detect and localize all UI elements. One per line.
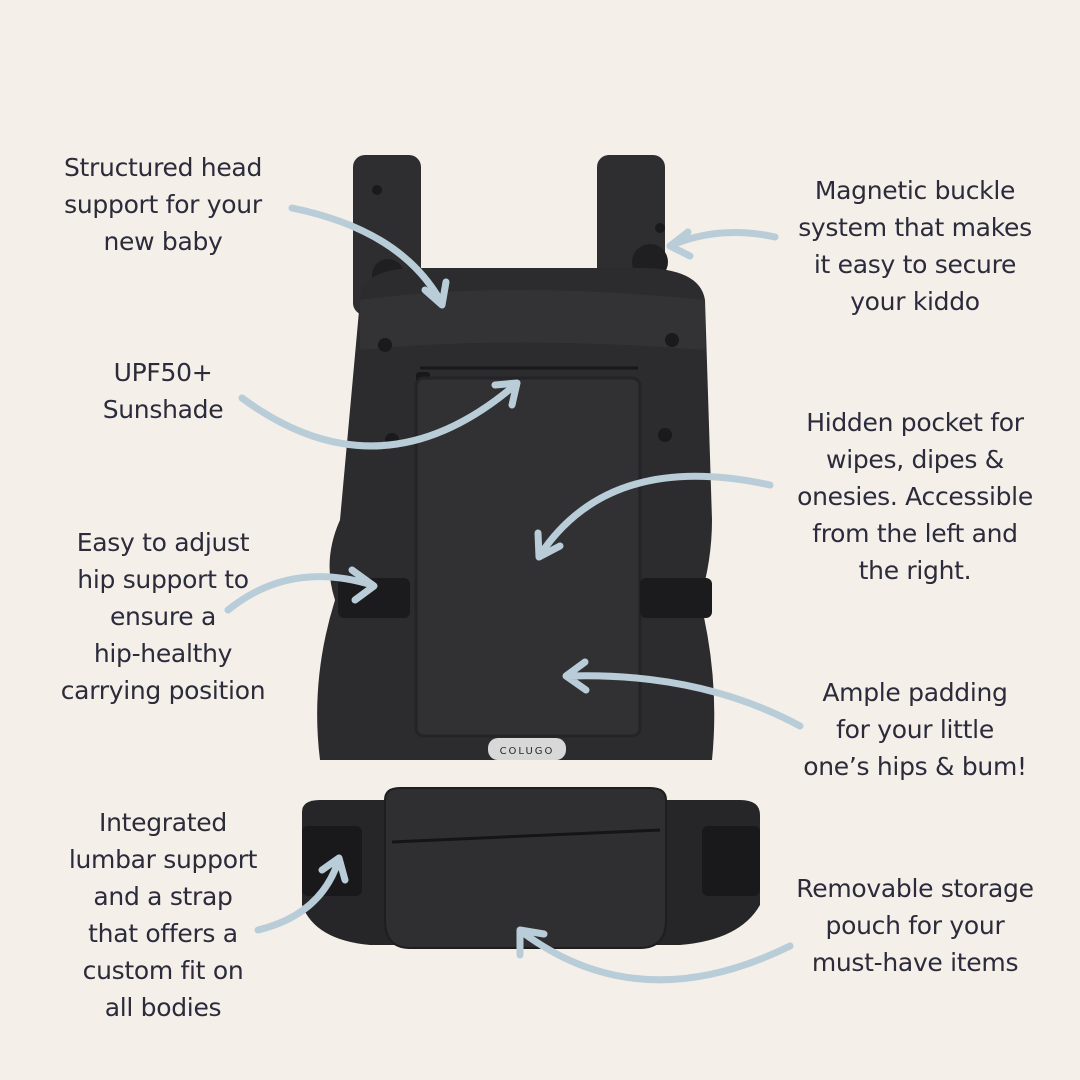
label-line: support for your — [64, 190, 262, 219]
label-line: must-have items — [811, 948, 1019, 977]
label-line: all bodies — [104, 993, 222, 1022]
arrow-hidden-pocket — [534, 472, 774, 561]
label-line: pouch for your — [825, 911, 1005, 940]
label-line: Hidden pocket for — [806, 408, 1024, 437]
label-line: it easy to secure — [813, 250, 1017, 279]
arrow-lumbar — [254, 854, 349, 934]
label-line: that offers a — [88, 919, 238, 948]
feature-storage-pouch: Removable storage pouch for your must-ha… — [765, 870, 1065, 981]
label-line: for your little — [836, 715, 994, 744]
label-line: the right. — [858, 556, 972, 585]
label-line: from the left and — [812, 519, 1018, 548]
pouch-zipper — [391, 828, 661, 844]
label-line: Sunshade — [102, 395, 224, 424]
label-line: Easy to adjust — [76, 528, 250, 557]
label-line: Integrated — [99, 808, 227, 837]
label-line: Removable storage — [796, 874, 1034, 903]
arrow-sunshade — [238, 379, 521, 450]
arrow-head-support — [288, 204, 450, 309]
label-line: one’s hips & bum! — [803, 752, 1027, 781]
label-line: new baby — [103, 227, 223, 256]
label-line: and a strap — [93, 882, 233, 911]
left-hip-buckle — [338, 578, 410, 618]
label-line: custom fit on — [82, 956, 244, 985]
label-line: hip support to — [77, 565, 249, 594]
feature-hidden-pocket: Hidden pocket for wipes, dipes & onesies… — [765, 404, 1065, 589]
front-panel — [414, 376, 642, 738]
label-line: Structured head — [63, 153, 263, 182]
label-line: carrying position — [60, 676, 266, 705]
right-hip-buckle — [640, 578, 712, 618]
label-line: UPF50+ — [113, 358, 213, 387]
storage-pouch — [384, 787, 667, 949]
arrow-pouch — [516, 926, 794, 984]
label-line: onesies. Accessible — [797, 482, 1033, 511]
label-line: lumbar support — [68, 845, 258, 874]
label-line: Ample padding — [822, 678, 1008, 707]
label-line: hip-healthy — [93, 639, 233, 668]
label-line: Magnetic buckle — [814, 176, 1016, 205]
feature-head-support: Structured head support for your new bab… — [13, 149, 313, 260]
feature-hip-support: Easy to adjust hip support to ensure a h… — [13, 524, 313, 709]
label-line: ensure a — [109, 602, 217, 631]
feature-lumbar-support: Integrated lumbar support and a strap th… — [13, 804, 313, 1026]
feature-padding: Ample padding for your little one’s hips… — [765, 674, 1065, 785]
arrow-padding — [562, 658, 804, 730]
label-line: system that makes — [798, 213, 1032, 242]
label-line: wipes, dipes & — [826, 445, 1004, 474]
feature-magnetic-buckle: Magnetic buckle system that makes it eas… — [765, 172, 1065, 320]
arrow-magnetic-buckle — [666, 228, 779, 260]
callout-arrows — [224, 204, 804, 984]
label-line: your kiddo — [850, 287, 980, 316]
arrow-hip-support — [224, 566, 378, 614]
brand-logo: COLUGO — [500, 746, 555, 757]
feature-sunshade: UPF50+ Sunshade — [13, 354, 313, 428]
